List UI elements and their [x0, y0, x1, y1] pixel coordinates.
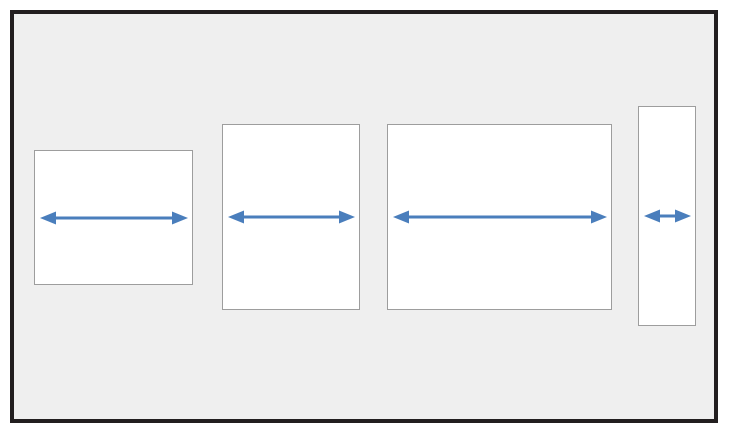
double-headed-arrow-icon	[39, 211, 188, 224]
box-1	[34, 150, 193, 285]
box-3	[387, 124, 612, 310]
double-headed-arrow-icon	[227, 210, 355, 224]
double-headed-arrow-icon	[643, 209, 691, 223]
outer-frame	[10, 10, 718, 423]
double-headed-arrow-icon	[392, 210, 607, 224]
box-4	[638, 106, 696, 326]
box-2	[222, 124, 360, 310]
